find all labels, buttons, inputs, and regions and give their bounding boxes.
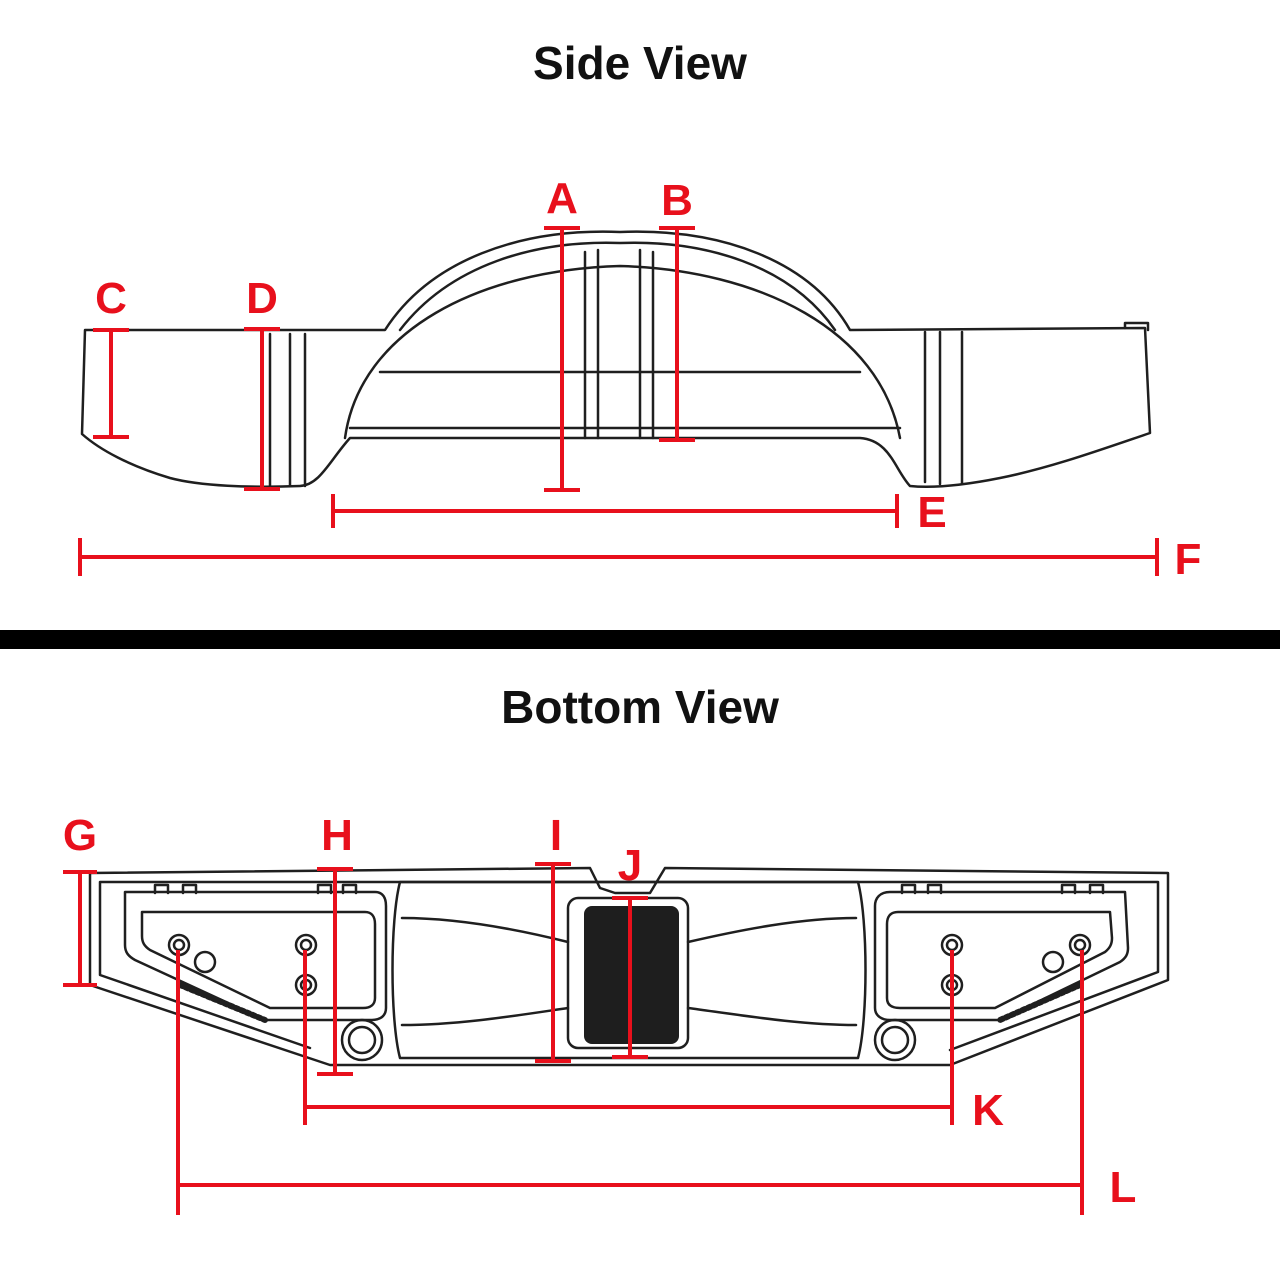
dimension-label-i: I <box>550 811 562 860</box>
bottom-view-title: Bottom View <box>501 681 779 733</box>
dimension-label-j: J <box>618 841 642 890</box>
dimension-label-h: H <box>321 811 353 860</box>
dimension-label-k: K <box>972 1086 1004 1135</box>
dimension-label-g: G <box>63 811 97 860</box>
dimension-label-a: A <box>546 174 578 223</box>
side-view-drawing: A B C D E F <box>78 174 1202 584</box>
bottom-view-drawing: G H I J K L <box>63 811 1170 1215</box>
dimension-label-l: L <box>1110 1163 1137 1212</box>
bottom-dimensions <box>63 862 1084 1215</box>
dimension-label-b: B <box>661 176 693 225</box>
section-divider <box>0 630 1280 649</box>
side-dimensions <box>78 226 1159 576</box>
fender-side-outline <box>80 230 1152 488</box>
dimension-label-d: D <box>246 274 278 323</box>
dimension-label-c: C <box>95 274 127 323</box>
dimension-label-f: F <box>1175 535 1202 584</box>
dimension-label-e: E <box>917 488 946 537</box>
side-view-title: Side View <box>533 37 747 89</box>
